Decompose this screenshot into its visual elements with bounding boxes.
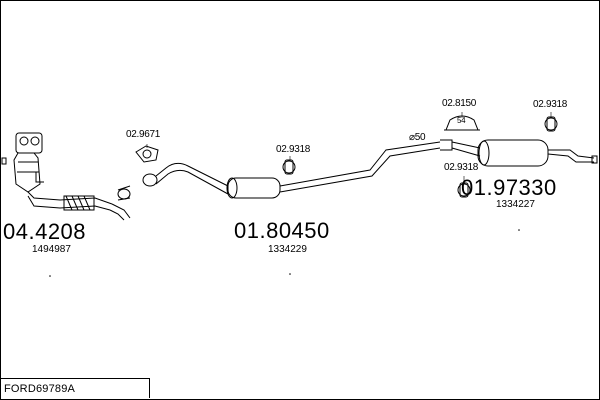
gasket-plate [135,145,159,163]
flex-joint-braid [65,195,91,211]
gasket-front [135,145,159,163]
leader-lines [146,112,552,183]
label-hanger-rear-right: 02.9318 [533,99,568,110]
hanger-mid [282,159,296,175]
hanger-rear-right-ring [544,117,558,131]
assembly-ref-rear: 1334227 [496,199,535,210]
rear-silencer [477,139,549,167]
middle-pipe-lower [155,169,229,195]
pipe-connector [440,139,453,151]
front-pipe-tail [109,203,131,221]
flange-hole-left [19,136,29,146]
front-pipe-lower [27,195,111,211]
rear-section [451,139,598,167]
reference-dots [49,229,520,277]
tailpipe-end [591,155,598,164]
left-edge-marker [1,157,7,165]
catalytic-converter-section [13,132,131,221]
middle-pipe-upper [155,162,229,187]
title-box: FORD69789A [0,378,150,398]
front-pipe-upper [27,191,113,205]
label-hanger-rear-left: 02.9318 [444,162,479,173]
dot-1 [49,275,51,277]
hanger-mid-block [284,159,294,175]
rear-silencer-end [478,140,490,166]
middle-to-rear-pipe [279,141,441,193]
rear-inlet-pipe [451,141,481,157]
manifold-flange [15,132,43,154]
label-clamp-size: 54 [457,116,466,125]
middle-silencer-end [226,177,238,199]
drawing-code: FORD69789A [4,383,76,395]
middle-silencer [227,177,281,199]
lambda-sensor-pipe [35,172,44,183]
hanger-rear-right [544,116,558,132]
hanger-rear-left-ring [457,183,471,197]
hanger-mid-ring [282,160,296,174]
catalyst-bands [17,161,39,173]
label-pipe-diameter: ⌀50 [409,132,426,143]
assembly-number-middle: 01.80450 [234,218,330,243]
label-gasket-front: 02.9671 [126,129,161,140]
middle-section [142,139,453,199]
assembly-number-front: 04.4208 [3,219,87,244]
assembly-ref-front: 1494987 [32,244,71,255]
flange-hole-right [30,136,40,146]
tailpipe [547,149,595,163]
assembly-number-rear: 01.97330 [461,175,557,200]
label-hanger-mid: 02.9318 [276,144,311,155]
front-pipe-flange-lugs [117,185,131,201]
front-pipe-flange [117,188,131,200]
gasket-hole [142,149,152,159]
dot-2 [289,273,291,275]
middle-pipe-flange [142,173,158,187]
flex-joint [63,195,95,211]
label-clamp: 02.8150 [442,98,477,109]
assembly-ref-middle: 1334229 [268,244,307,255]
dot-3 [518,229,520,231]
